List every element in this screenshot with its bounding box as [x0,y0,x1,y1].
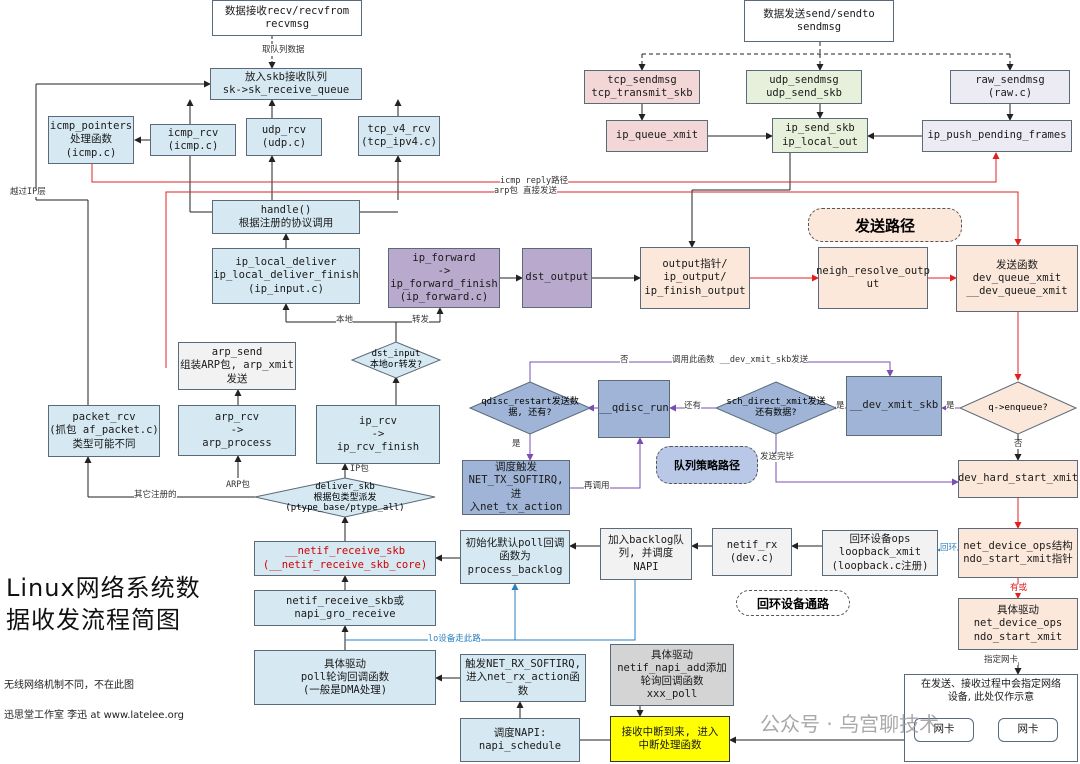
label-icmp-reply: icmp reply路径 [500,176,569,187]
pill-send-path: 发送路径 [808,208,962,242]
box-backlog: 加入backlog队 列, 并调度 NAPI [600,528,692,580]
box-ndo-start-xmit: net_device_ops结构 ndo_start_xmit指针 [958,528,1078,578]
diamond-shapes [254,341,1078,518]
box-dev-xmit-skb: __dev_xmit_skb [846,376,942,436]
label-specify-nic: 指定网卡 [984,655,1019,666]
diagram-title: Linux网络系统数 据收发流程简图 [6,572,201,636]
box-output-ptr: output指针/ ip_output/ ip_finish_output [640,247,750,309]
label-loopback: 回环 [940,543,958,554]
box-arp-rcv: arp_rcv -> arp_process [178,405,296,456]
pill-qdisc-path: 队列策略路径 [656,446,758,484]
box-ip-send-skb: ip_send_skb ip_local_out [772,118,868,153]
box-raw-sendmsg: raw_sendmsg (raw.c) [950,70,1070,104]
diamond-sch-direct-text: sch_direct_xmit发送 还有数据? [726,397,826,418]
box-irq: 接收中断到来, 进入 中断处理函数 [610,716,730,762]
box-tcp-v4-rcv: tcp_v4_rcv (tcp_ipv4.c) [358,116,440,156]
label-arp-direct: arp包 直接发送 [494,186,557,197]
box-driver-poll: 具体驱动 poll轮询回调函数 (一般是DMA处理) [254,650,436,705]
box-napi-schedule: 调度NAPI: napi_schedule [460,718,580,762]
box-ip-rcv: ip_rcv -> ip_rcv_finish [316,405,440,464]
diamond-enqueue-text: q->enqueue? [988,402,1048,413]
box-qdisc-run: __qdisc_run [598,380,670,438]
box-netif-receive-skb: netif_receive_skb或 napi_gro_receive [254,590,436,626]
box-ip-queue-xmit: ip_queue_xmit [606,120,708,152]
box-driver-ops: 具体驱动 net_device_ops ndo_start_xmit [958,598,1078,650]
box-arp-send: arp_send 组装ARP包, arp_xmit 发送 [178,342,296,390]
label-yes-1: 是 [512,439,521,450]
box-icmp-rcv: icmp_rcv (icmp.c) [150,124,236,156]
label-forward: 转发 [412,315,430,326]
label-no-2: 否 [1014,439,1023,450]
box-init-poll: 初始化默认poll回调 函数为 process_backlog [460,530,570,584]
box-napi-add: 具体驱动 netif_napi_add添加 轮询回调函数 xxx_poll [610,644,734,706]
label-other-registered: 其它注册的 [134,490,177,501]
diamond-qdisc-restart-text: qdisc_restart发送数 据, 还有? [481,397,579,418]
note-mechanism: 无线网络机制不同，不在此图 [4,680,134,691]
label-recall: 再调用 [584,481,610,492]
diamond-dst-input-text: dst_input 本地or转发? [369,349,423,370]
box-tcp-sendmsg: tcp_sendmsg tcp_transmit_skb [584,70,700,104]
label-ip-pkt: IP包 [350,464,369,475]
box-udp-rcv: udp_rcv (udp.c) [246,118,322,156]
box-dev-queue-xmit: 发送函数 dev_queue_xmit __dev_queue_xmit [956,245,1078,312]
label-arp-pkt: ARP包 [226,480,250,491]
diamond-deliver-text: deliver_skb 根据包类型派发 (ptype_base/ptype_al… [285,481,405,514]
label-has-more: 还有 [684,401,702,412]
label-dequeue: 取队列数据 [262,45,305,56]
box-net-rx: 触发NET_RX_SOFTIRQ, 进入net_rx_action函数 [460,654,586,702]
label-yes-2: 是 [836,401,845,412]
box-nic-2: 网卡 [998,718,1058,742]
box-udp-sendmsg: udp_sendmsg udp_send_skb [746,70,862,104]
box-ip-local-deliver: ip_local_deliver ip_local_deliver_finish… [212,248,360,304]
box-send-api: 数据发送send/sendto sendmsg [744,0,894,42]
box-handle: handle() 根据注册的协议调用 [212,200,360,234]
box-dst-output: dst_output [522,248,592,308]
diamond-deliver [254,477,436,518]
connector-lines [35,36,1022,744]
box-recv-api: 数据接收recv/recvfrom recvmsg [212,0,362,36]
label-yes-3: 是 [946,401,955,412]
box-loopback-ops: 回环设备ops loopback_xmit (loopback.c注册) [822,530,938,576]
box-net-tx: 调度触发 NET_TX_SOFTIRQ, 进 入net_tx_action [462,460,570,515]
box-icmp-pointers: icmp_pointers 处理函数 (icmp.c) [48,116,134,164]
box-dev-hard-start: dev_hard_start_xmit [958,460,1078,498]
label-has: 有或 [1010,583,1028,594]
label-call-this: 调用此函数 __dev_xmit_skb发送 [672,355,809,366]
box-neigh-resolve: neigh_resolve_outp ut [816,247,930,309]
box-skb-queue: 放入skb接收队列 sk->sk_receive_queue [210,68,362,100]
watermark: 公众号 · 乌宫聊技术 [760,712,940,736]
title-line-2: 据收发流程简图 [6,606,181,634]
pill-loopback-path: 回环设备通路 [736,590,850,616]
diamond-qdisc-restart [468,381,592,435]
box-ip-forward: ip_forward -> ip_forward_finish (ip_forw… [388,248,500,308]
diamond-dst-input [350,341,442,379]
title-line-1: Linux网络系统数 [6,574,201,602]
diamond-sch-direct [714,381,838,435]
note-author: 迅思堂工作室 李迅 at www.latelee.org [4,710,185,721]
box-ip-push-pending: ip_push_pending_frames [922,120,1072,152]
box-netif-rx: netif_rx (dev.c) [712,528,792,576]
box-nic-1: 网卡 [914,718,974,742]
label-send-done: 发送完毕 [760,452,795,463]
box-packet-rcv: packet_rcv (抓包 af_packet.c) 类型可能不同 [48,405,160,457]
label-bypass-ip: 越过IP层 [10,187,46,198]
label-lo-device: lo设备走此路 [428,634,481,645]
label-no-1: 否 [620,355,629,366]
diamond-enqueue [958,381,1078,435]
label-local: 本地 [336,315,354,326]
box-netif-receive-core: __netif_receive_skb (__netif_receive_skb… [254,541,436,576]
